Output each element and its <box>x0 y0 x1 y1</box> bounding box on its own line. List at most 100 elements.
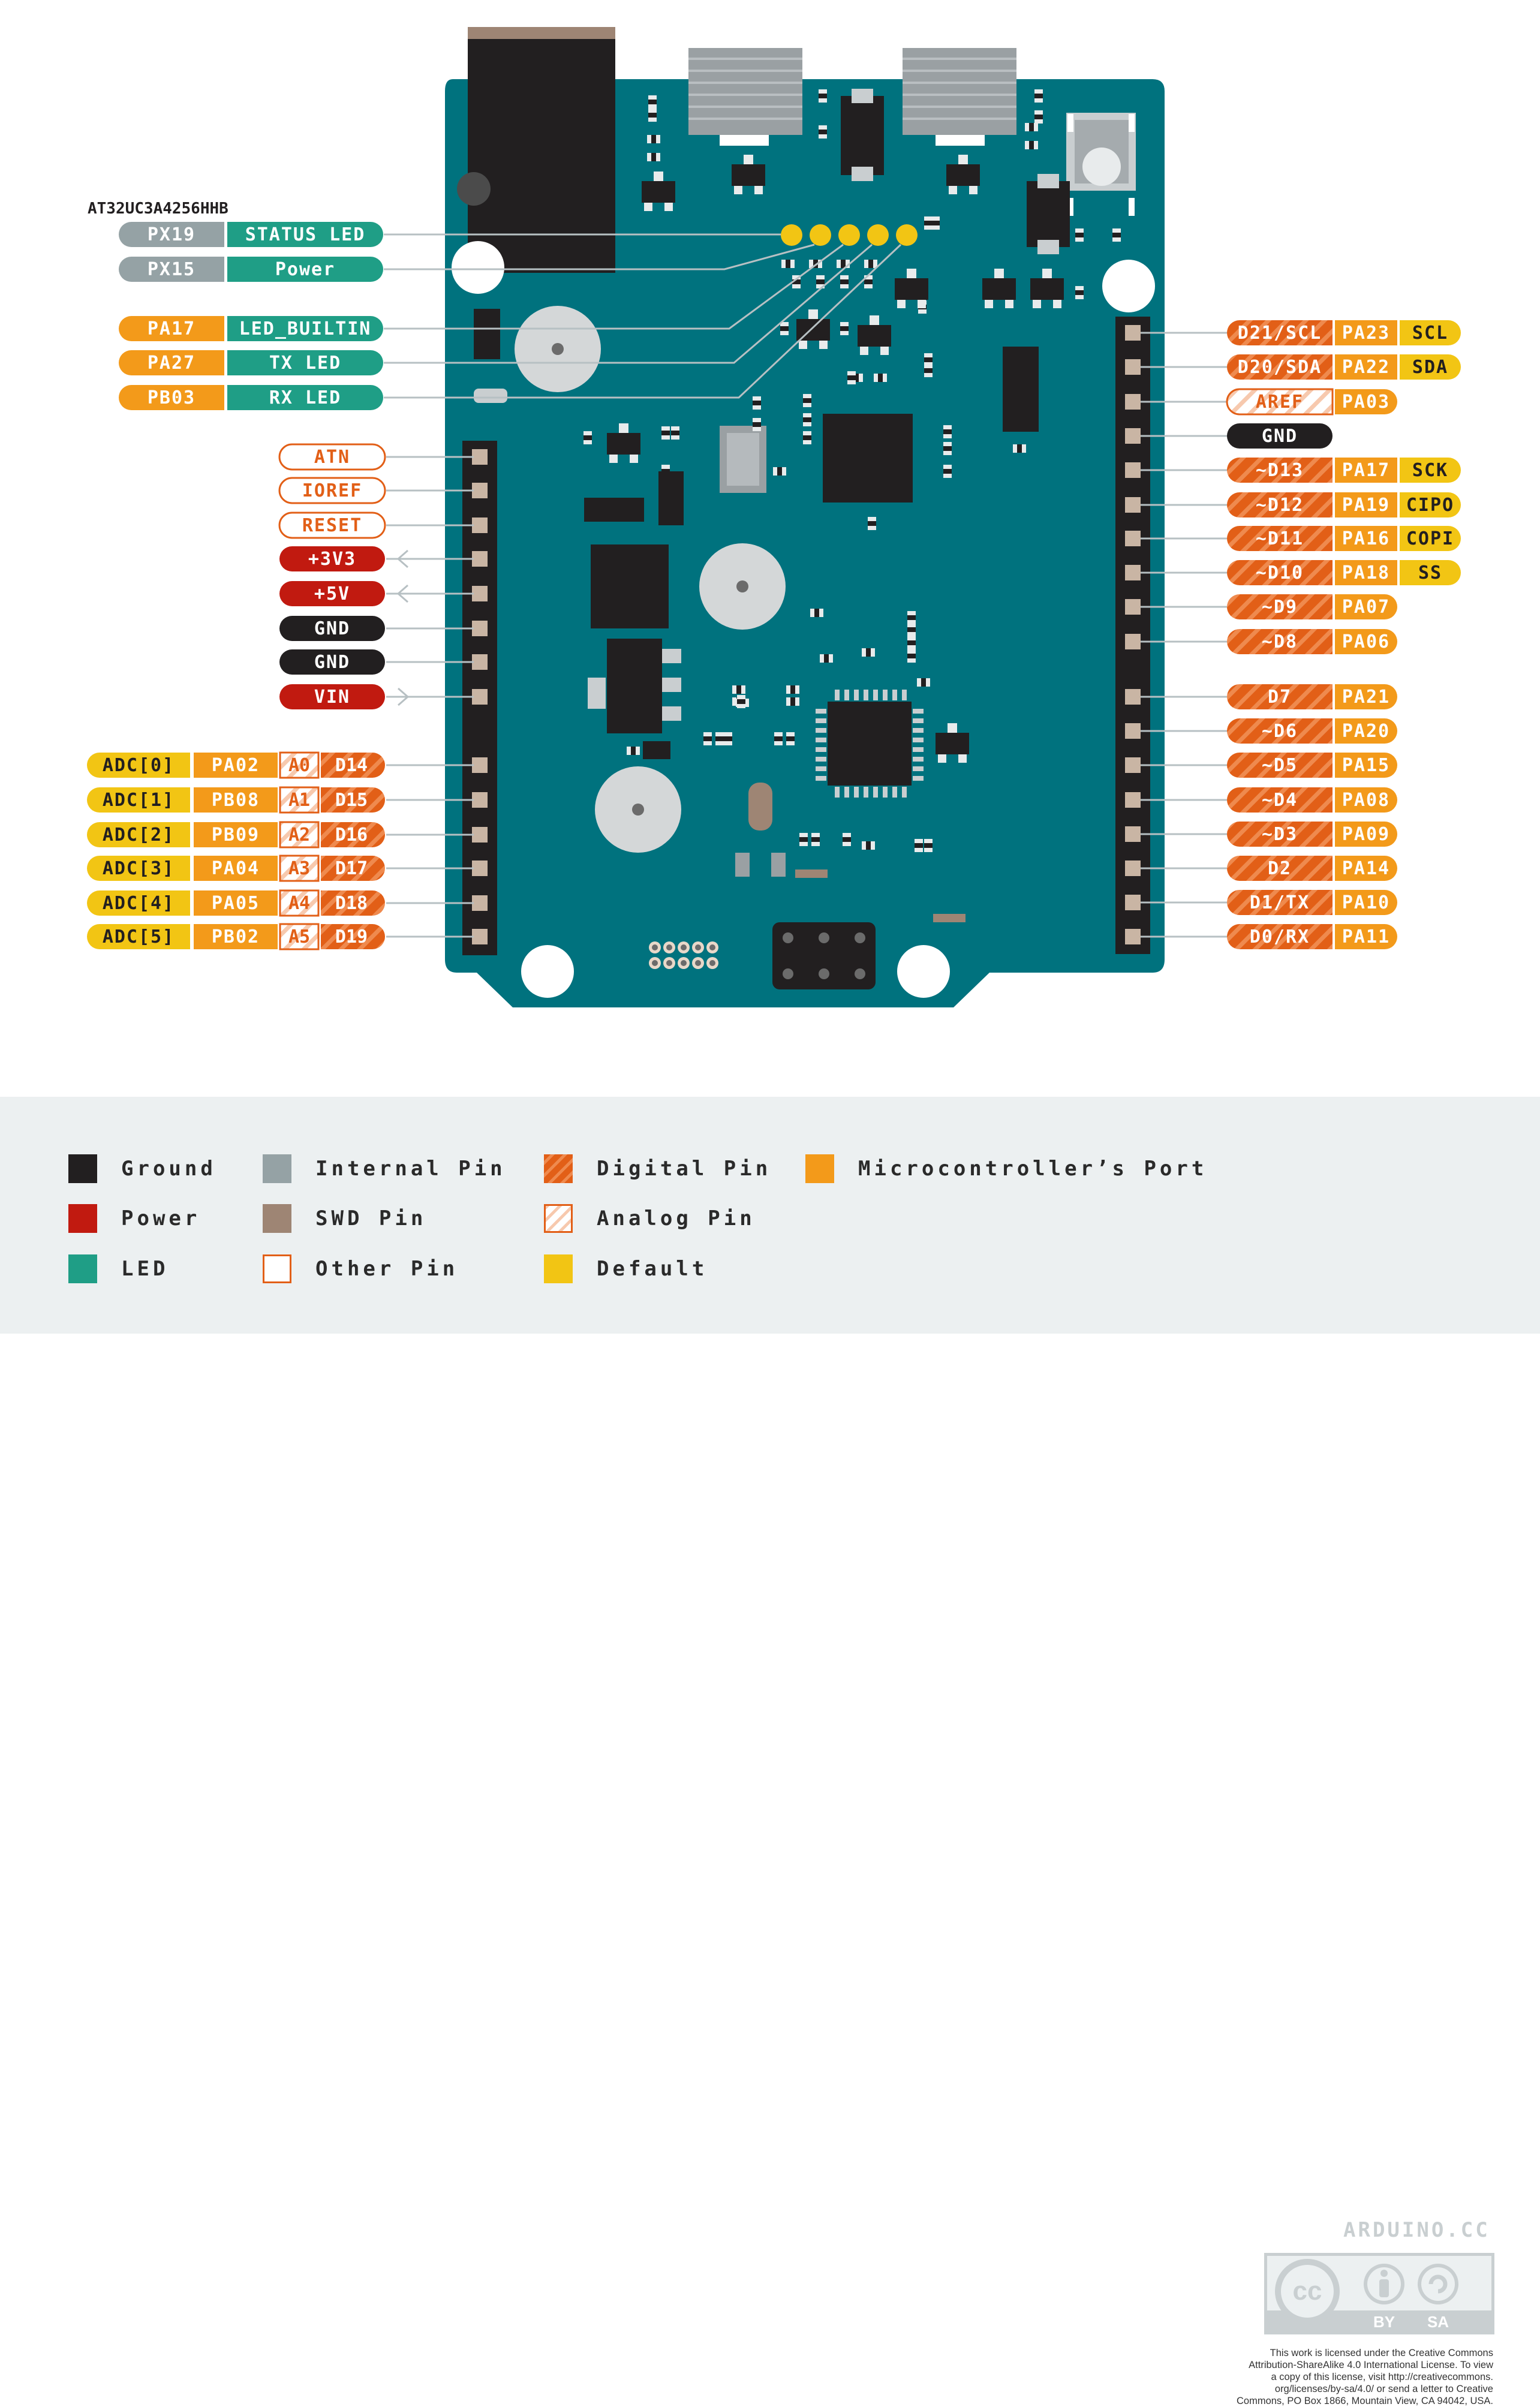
header-pin <box>1125 428 1141 444</box>
pin-label-3v3: +3V3 <box>279 546 385 571</box>
header-pin <box>1125 394 1141 410</box>
cc-license-badge: cc BY SA <box>1264 2253 1494 2334</box>
pin-label-d3: ~D3 <box>1227 822 1333 847</box>
pin-text: ~D12 <box>1256 495 1304 516</box>
header-pin <box>1125 689 1141 705</box>
header-pin <box>1125 634 1141 649</box>
ic-chip <box>607 639 662 733</box>
led-label: Power <box>227 257 383 282</box>
mounting-hole <box>452 241 504 294</box>
pin-label-gnd-text: GND <box>314 652 350 673</box>
port-label-pa27-text: PA27 <box>148 353 195 374</box>
header-pin <box>472 689 488 705</box>
status-leds <box>781 224 918 246</box>
port-label: PA11 <box>1335 924 1397 949</box>
analog-pin-label: A0 <box>279 751 320 779</box>
analog-pin-text: A1 <box>288 790 310 811</box>
port-label: PB08 <box>194 787 278 813</box>
header-pin <box>1125 757 1141 773</box>
port-label: PA14 <box>1335 856 1397 881</box>
license-line: Commons, PO Box 1866, Mountain View, CA … <box>1236 2396 1493 2406</box>
legend-label: Other Pin <box>315 1257 459 1281</box>
header-pin <box>472 449 488 465</box>
port-label: PA15 <box>1335 753 1397 778</box>
port-label-text: PA11 <box>1342 926 1390 947</box>
port-label: PB09 <box>194 822 278 847</box>
port-label-text: PA19 <box>1342 495 1390 516</box>
led-label-text: TX LED <box>269 353 341 374</box>
adc-label-text: ADC[0] <box>103 755 175 776</box>
digital-pin-label: D19 <box>321 924 385 949</box>
sa-label: SA <box>1427 2313 1449 2331</box>
pin-label-gnd: GND <box>1227 423 1333 449</box>
digital-pin-text: D14 <box>335 755 368 776</box>
pin-label-gnd-text: GND <box>314 618 350 639</box>
mounting-hole <box>1102 260 1155 312</box>
port-label-px15-text: PX15 <box>148 259 195 280</box>
header-pin <box>1125 599 1141 615</box>
header-pin <box>472 929 488 944</box>
header-pin <box>1125 860 1141 876</box>
pin-label-d10: ~D10 <box>1227 560 1333 585</box>
header-pin <box>472 827 488 843</box>
analog-pin-text: A4 <box>288 893 310 914</box>
port-label-text: PA17 <box>1342 460 1390 481</box>
legend-swatch-port <box>805 1154 834 1183</box>
pin-label-gnd: GND <box>279 649 385 675</box>
regulator <box>841 89 884 181</box>
legend-label: SWD Pin <box>315 1206 427 1230</box>
digital-pin-text: D15 <box>335 790 368 811</box>
led-label: STATUS LED <box>227 222 383 247</box>
header-pin <box>1125 462 1141 478</box>
pin-label-ioref-text: IOREF <box>302 480 362 501</box>
pin-text: ~D8 <box>1262 631 1298 652</box>
port-label-text: PA03 <box>1342 392 1390 413</box>
pin-label-vin-text: VIN <box>314 687 350 708</box>
port-label-pa27: PA27 <box>119 350 224 375</box>
port-label: PA08 <box>1335 787 1397 813</box>
header-pin <box>1125 792 1141 808</box>
adc-label: ADC[3] <box>87 856 190 881</box>
port-label-text: PB08 <box>212 790 260 811</box>
adc-label-text: ADC[2] <box>103 825 175 846</box>
header-pin <box>472 586 488 601</box>
adc-label: ADC[4] <box>87 890 190 916</box>
reset-button <box>1066 113 1136 216</box>
pin-label-d6: ~D6 <box>1227 718 1333 744</box>
pin-label-3v3-text: +3V3 <box>308 549 356 570</box>
header-pin <box>1125 359 1141 375</box>
analog-pin-text: A3 <box>288 858 310 879</box>
pin-label-d9: ~D9 <box>1227 594 1333 619</box>
header-pin <box>472 792 488 808</box>
pin-label-ioref: IOREF <box>278 477 386 504</box>
legend-label: LED <box>121 1257 169 1281</box>
port-label-text: PA23 <box>1342 323 1390 344</box>
default-label-text: SCL <box>1412 323 1448 344</box>
license-line: Attribution-ShareAlike 4.0 International… <box>1249 2360 1493 2370</box>
transistor <box>607 433 640 455</box>
default-label-text: SCK <box>1412 460 1448 481</box>
port-label: PA18 <box>1335 560 1397 585</box>
header-pin <box>1125 565 1141 580</box>
pin-label-aref: AREF <box>1226 388 1334 416</box>
port-label: PA21 <box>1335 684 1397 709</box>
port-label-pa17: PA17 <box>119 316 224 341</box>
default-label-text: SDA <box>1412 357 1448 378</box>
chip-label: AT32UC3A4256HHB <box>88 200 228 218</box>
adc-label-text: ADC[1] <box>103 790 175 811</box>
pin-label-vin: VIN <box>279 684 385 709</box>
pin-text: D21/SCL <box>1238 323 1322 344</box>
icsp-header-small <box>1003 347 1039 432</box>
adc-label-text: ADC[3] <box>103 858 175 879</box>
default-label: SS <box>1400 560 1461 585</box>
port-label: PA19 <box>1335 492 1397 517</box>
legend-item-port: Microcontroller’s Port <box>805 1154 1207 1183</box>
arduino-board <box>445 27 1165 1007</box>
pin-label-d12: ~D12 <box>1227 492 1333 517</box>
legend-item-other: Other Pin <box>263 1254 458 1283</box>
pin-label-reset: RESET <box>278 512 386 539</box>
port-label-pb03-text: PB03 <box>148 387 195 408</box>
